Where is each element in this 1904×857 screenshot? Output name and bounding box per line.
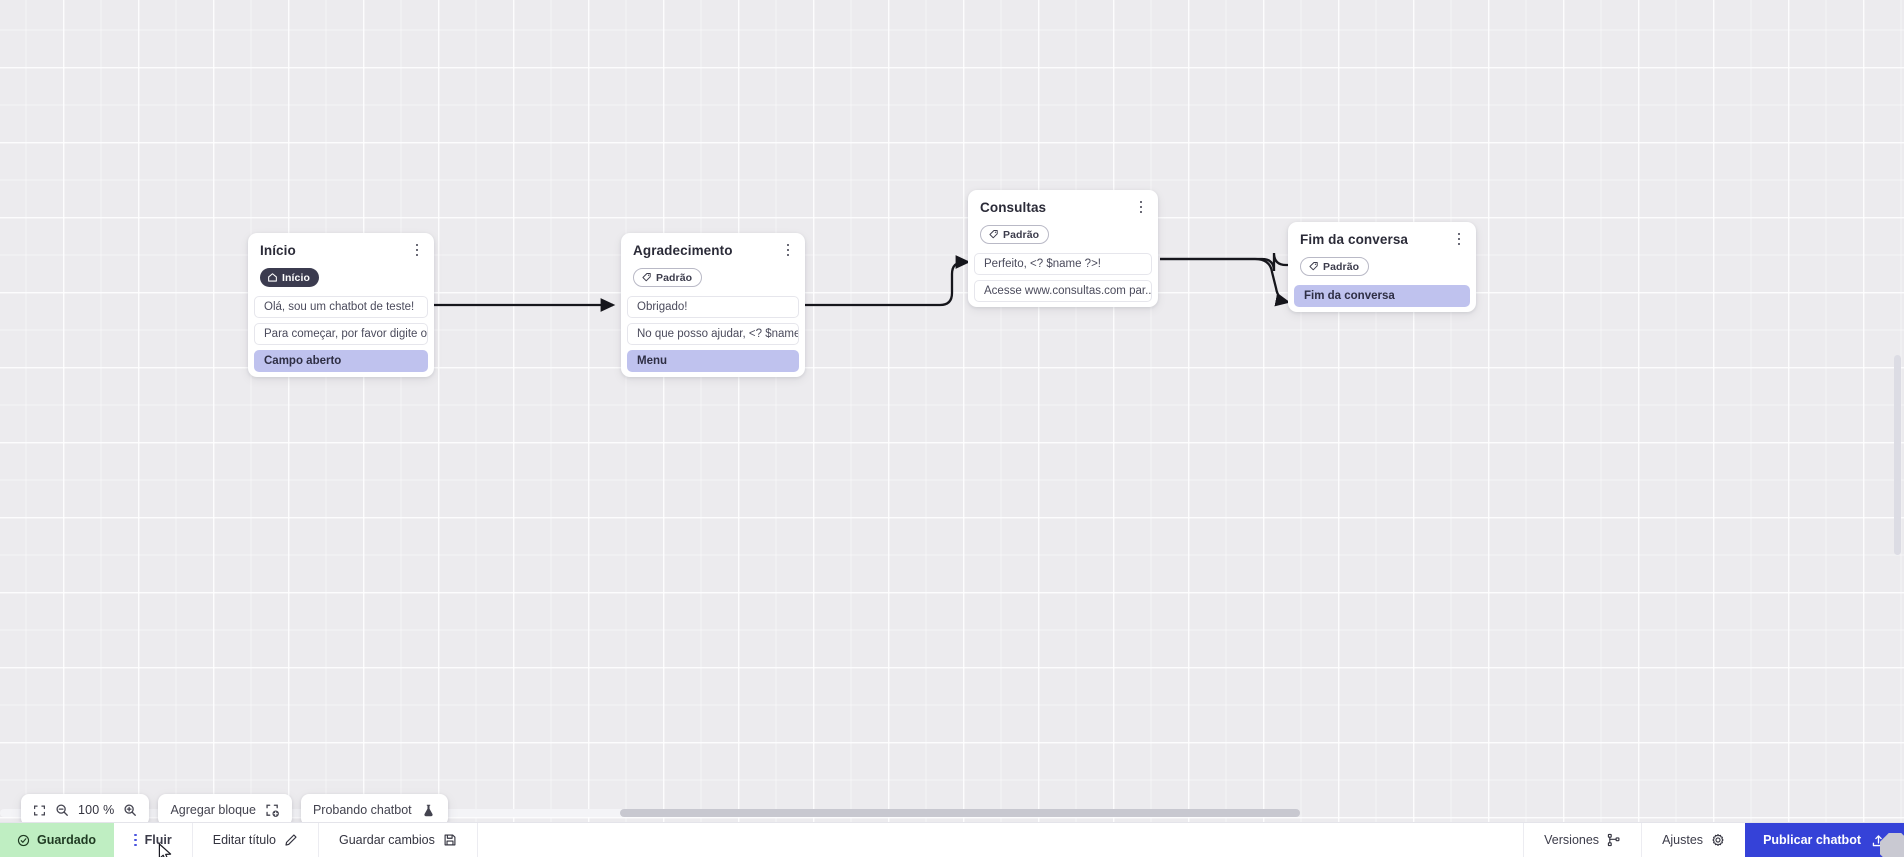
publish-label: Publicar chatbot <box>1763 833 1861 847</box>
node-badge-row: Padrão <box>968 225 1158 253</box>
flow-tab[interactable]: Fluir <box>114 823 193 857</box>
node-menu-icon[interactable] <box>780 241 796 259</box>
node-row[interactable]: Olá, sou um chatbot de teste! <box>254 296 428 318</box>
status-bar: Guardado Fluir Editar título Guardar cam… <box>0 822 1904 857</box>
node-menu-icon[interactable] <box>409 241 425 259</box>
kebab-menu-icon[interactable] <box>134 833 137 847</box>
node-row[interactable]: No que posso ajudar, <? $name ... <box>627 323 799 345</box>
flow-node-fim-da-conversa[interactable]: Fim da conversa Padrão Fim da conversa <box>1288 222 1476 312</box>
check-circle-icon <box>17 834 30 846</box>
node-rows: Fim da conversa <box>1288 285 1476 307</box>
edit-title-button[interactable]: Editar título <box>193 823 319 857</box>
tag-icon <box>642 273 651 282</box>
branch-icon <box>1607 833 1620 847</box>
home-icon <box>268 273 277 282</box>
zoom-control-group: 100 % <box>21 794 150 826</box>
badge-inicio[interactable]: Início <box>260 268 320 287</box>
node-row[interactable]: Para começar, por favor digite o ... <box>254 323 428 345</box>
node-badge-row: Padrão <box>621 268 805 296</box>
add-block-label: Agregar bloque <box>170 803 256 817</box>
badge-label: Padrão <box>1323 260 1360 273</box>
node-menu-icon[interactable] <box>1451 230 1467 248</box>
publish-chatbot-button[interactable]: Publicar chatbot <box>1745 823 1904 857</box>
edit-title-label: Editar título <box>212 833 276 847</box>
tag-icon <box>989 230 998 239</box>
fit-screen-icon[interactable] <box>33 804 46 817</box>
edge-consultas-fim-tail <box>1160 257 1291 307</box>
add-block-button[interactable]: Agregar bloque <box>158 794 292 826</box>
edge-agradecimento-consultas <box>805 255 971 307</box>
scrollbar-thumb[interactable] <box>620 809 1300 817</box>
statusbar-spacer <box>478 823 1523 857</box>
flow-tab-label: Fluir <box>144 833 172 847</box>
settings-label: Ajustes <box>1662 833 1704 847</box>
badge-label: Início <box>282 271 311 284</box>
node-rows: Obrigado! No que posso ajudar, <? $name … <box>621 296 805 372</box>
zoom-out-icon[interactable] <box>55 803 69 817</box>
node-title: Consultas <box>980 200 1047 215</box>
node-badge-row: Início <box>248 268 434 296</box>
settings-button[interactable]: Ajustes <box>1641 823 1745 857</box>
node-badge-row: Padrão <box>1288 257 1476 285</box>
edge-consultas-fim <box>1160 252 1288 272</box>
flow-node-agradecimento[interactable]: Agradecimento Padrão Obrigado! No que po… <box>621 233 805 377</box>
node-title: Fim da conversa <box>1300 232 1409 247</box>
versions-label: Versiones <box>1544 833 1600 847</box>
node-title: Início <box>260 243 296 258</box>
node-row[interactable]: Perfeito, <? $name ?>! <box>974 253 1152 275</box>
edge-layer <box>434 252 1291 312</box>
test-chatbot-button[interactable]: Probando chatbot <box>300 794 448 826</box>
pencil-icon <box>285 834 297 846</box>
save-changes-button[interactable]: Guardar cambios <box>319 823 478 857</box>
node-header: Agradecimento <box>621 233 805 268</box>
node-rows: Perfeito, <? $name ?>! Acesse www.consul… <box>968 253 1158 302</box>
saved-label: Guardado <box>37 833 97 847</box>
flow-node-consultas[interactable]: Consultas Padrão Perfeito, <? $name ?>! … <box>968 190 1158 307</box>
badge-padrao[interactable]: Padrão <box>633 268 703 287</box>
canvas-vertical-scrollbar[interactable] <box>1894 0 1901 812</box>
node-row-output[interactable]: Menu <box>627 350 799 372</box>
node-rows: Olá, sou um chatbot de teste! Para começ… <box>248 296 434 372</box>
flow-node-inicio[interactable]: Início Início Olá, sou um chatbot de tes… <box>248 233 434 377</box>
upload-icon <box>1872 834 1885 846</box>
canvas-horizontal-scrollbar[interactable] <box>0 809 1300 817</box>
badge-label: Padrão <box>1003 228 1040 241</box>
save-changes-label: Guardar cambios <box>338 833 435 847</box>
node-row-output[interactable]: Fim da conversa <box>1294 285 1470 307</box>
flask-icon <box>421 803 436 818</box>
test-chatbot-label: Probando chatbot <box>312 803 412 817</box>
flow-canvas[interactable]: Início Início Olá, sou um chatbot de tes… <box>0 0 1904 822</box>
zoom-level-label: 100 % <box>78 803 115 817</box>
badge-label: Padrão <box>656 271 693 284</box>
node-row[interactable]: Obrigado! <box>627 296 799 318</box>
node-menu-icon[interactable] <box>1133 198 1149 216</box>
tag-icon <box>1309 262 1318 271</box>
gear-icon <box>1712 834 1724 846</box>
node-row-output[interactable]: Campo aberto <box>254 350 428 372</box>
add-block-icon <box>265 803 280 818</box>
zoom-in-icon[interactable] <box>123 803 137 817</box>
saved-status-badge: Guardado <box>0 823 115 857</box>
badge-padrao[interactable]: Padrão <box>1300 257 1370 276</box>
scrollbar-thumb[interactable] <box>1894 355 1901 555</box>
node-row[interactable]: Acesse www.consultas.com par... <box>974 280 1152 302</box>
floppy-icon <box>444 834 456 846</box>
node-header: Início <box>248 233 434 268</box>
versions-button[interactable]: Versiones <box>1523 823 1641 857</box>
statusbar-right-group: Versiones Ajustes Publicar chatbot <box>1523 823 1904 857</box>
canvas-toolbar: 100 % Agregar bloque Probando chatbo <box>21 794 448 826</box>
node-header: Fim da conversa <box>1288 222 1476 257</box>
badge-padrao[interactable]: Padrão <box>980 225 1050 244</box>
node-title: Agradecimento <box>633 243 733 258</box>
node-header: Consultas <box>968 190 1158 225</box>
